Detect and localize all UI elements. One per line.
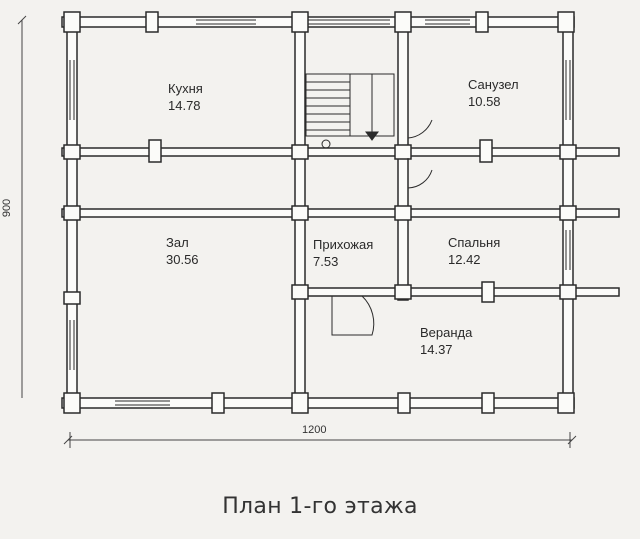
height-dimension-label: 900 xyxy=(1,198,14,218)
room-area: 7.53 xyxy=(313,254,339,269)
room-name: Кухня xyxy=(168,81,203,96)
north-wall xyxy=(61,16,575,28)
room-veranda: Веранда 14.37 xyxy=(420,324,472,358)
door-swings xyxy=(331,105,433,336)
width-dimension-label: 1200 xyxy=(302,424,327,436)
windows xyxy=(69,19,571,406)
room-area: 14.37 xyxy=(420,342,453,357)
room-name: Веранда xyxy=(420,325,473,340)
room-name: Санузел xyxy=(468,77,519,92)
room-area: 10.58 xyxy=(468,94,501,109)
room-hall: Зал 30.56 xyxy=(166,234,199,268)
south-wall xyxy=(61,397,575,409)
wall-horizontal-2 xyxy=(61,208,620,218)
room-name: Зал xyxy=(166,235,189,250)
wall-horizontal-1 xyxy=(61,147,620,157)
room-area: 30.56 xyxy=(166,252,199,267)
room-area: 12.42 xyxy=(448,252,481,267)
log-walls xyxy=(61,16,620,409)
room-name: Спальня xyxy=(448,235,501,250)
room-kitchen: Кухня 14.78 xyxy=(168,80,203,114)
room-name: Прихожая xyxy=(313,237,374,252)
plan-title: План 1-го этажа xyxy=(222,494,418,519)
room-entry: Прихожая 7.53 xyxy=(313,236,373,270)
dimension-lines xyxy=(17,15,577,448)
room-area: 14.78 xyxy=(168,98,201,113)
room-bedroom: Спальня 12.42 xyxy=(448,234,500,268)
log-joints xyxy=(63,11,577,414)
room-bathroom: Санузел 10.58 xyxy=(468,76,519,110)
stairs xyxy=(305,73,395,149)
